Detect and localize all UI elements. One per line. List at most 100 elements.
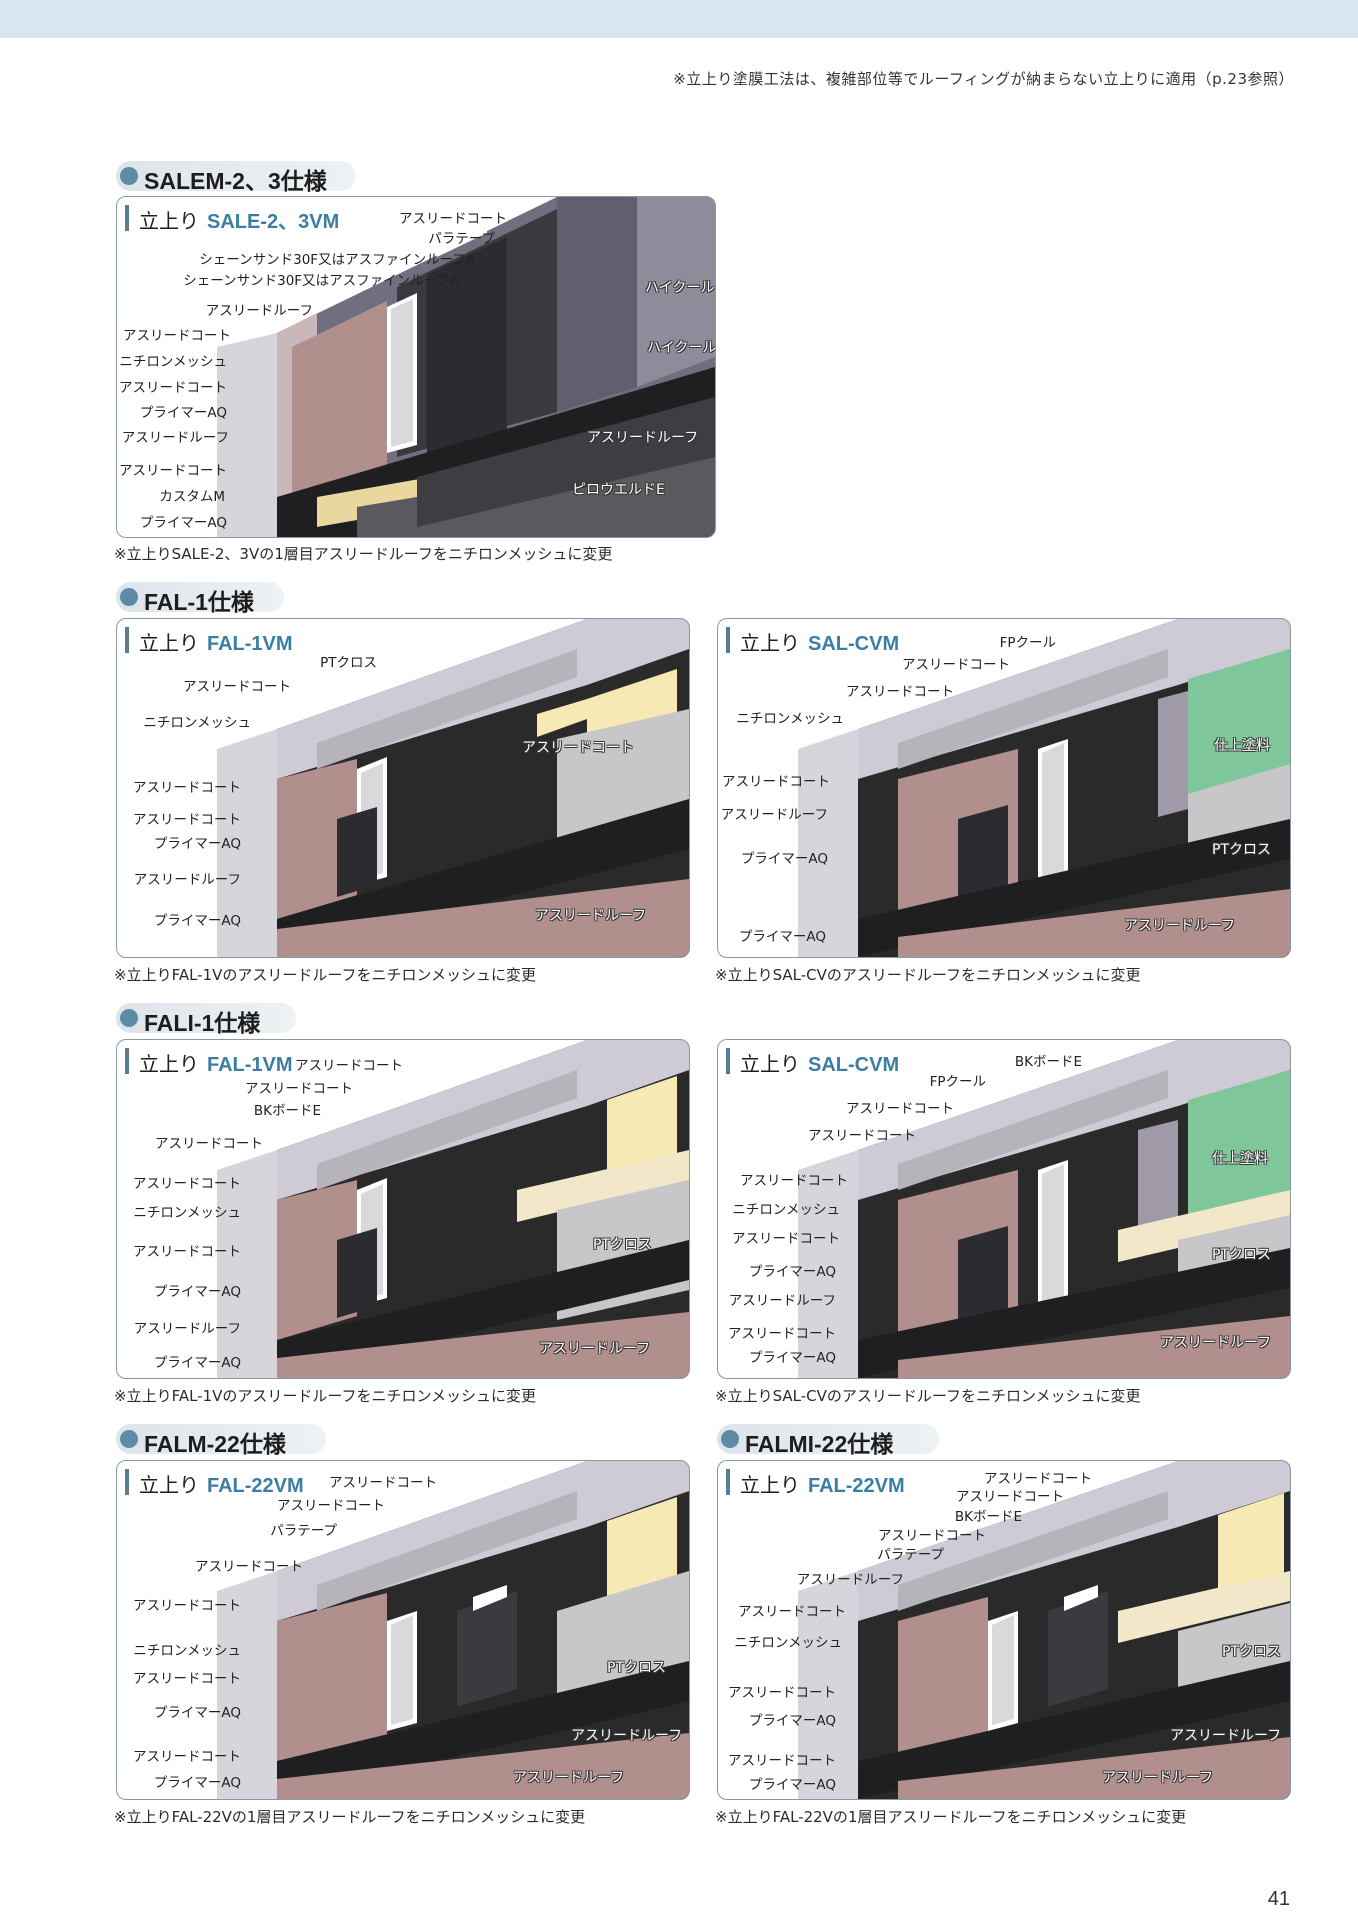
- section-diagram: [798, 1461, 1290, 1799]
- layer-label: パラテープ: [428, 231, 495, 247]
- section-diagram: [798, 1040, 1290, 1378]
- layer-label: アスリードコート: [295, 1058, 403, 1074]
- layer-label: アスリードコート: [195, 1559, 303, 1575]
- layer-label: アスリードルーフ: [720, 807, 828, 823]
- layer-label: アスリードコート: [984, 1471, 1092, 1487]
- layer-label: カスタムM: [159, 489, 225, 505]
- layer-label: アスリードコート: [133, 1598, 241, 1614]
- layer-label: プライマーAQ: [738, 929, 826, 945]
- layer-label: アスリードコート: [183, 679, 291, 695]
- layer-label: プライマーAQ: [740, 851, 828, 867]
- inline-material-label: PTクロス: [1222, 1644, 1281, 1660]
- layer-label: アスリードコート: [846, 684, 954, 700]
- layer-label: プライマーAQ: [748, 1350, 836, 1366]
- layer-label: パラテープ: [270, 1523, 337, 1539]
- layer-label: プライマーAQ: [748, 1713, 836, 1729]
- layer-label: ニチロンメッシュ: [732, 1202, 840, 1218]
- layer-label: アスリードコート: [722, 774, 830, 790]
- layer-label: アスリードコート: [728, 1685, 836, 1701]
- inline-material-label: アスリードルーフ: [1124, 918, 1236, 934]
- section-header: FALMI-22仕様: [717, 1424, 939, 1457]
- spec-code: SALE-2、3VM: [207, 211, 340, 233]
- panel-note: ※立上りFAL-22Vの1層目アスリードルーフをニチロンメッシュに変更: [114, 1808, 586, 1826]
- top-note: ※立上り塗膜工法は、複雑部位等でルーフィングが納まらない立上りに適用（p.23参…: [673, 70, 1294, 88]
- layer-label: アスリードルーフ: [121, 430, 229, 446]
- bullet-dot-icon: [120, 588, 138, 606]
- bullet-dot-icon: [120, 167, 138, 185]
- layer-label: アスリードルーフ: [133, 1321, 241, 1337]
- layer-label: アスリードコート: [119, 380, 227, 396]
- inline-material-label: アスリードルーフ: [587, 430, 699, 446]
- top-band: [0, 0, 1358, 38]
- section-header: FAL-1仕様: [116, 582, 284, 615]
- panel-note: ※立上りSAL-CVのアスリードルーフをニチロンメッシュに変更: [715, 1387, 1141, 1405]
- layer-label: プライマーAQ: [139, 515, 227, 531]
- section-header: FALI-1仕様: [116, 1003, 296, 1036]
- section-diagram: [217, 1461, 689, 1799]
- inline-material-label: アスリードルーフ: [1102, 1770, 1214, 1786]
- layer-label: アスリードルーフ: [133, 872, 241, 888]
- section-header: SALEM-2、3仕様: [116, 161, 356, 194]
- layer-label: アスリードコート: [133, 1176, 241, 1192]
- layer-label: アスリードコート: [133, 1749, 241, 1765]
- layer-label: アスリードコート: [902, 657, 1010, 673]
- inline-material-label: アスリードルーフ: [535, 908, 647, 924]
- spec-code: FAL-22VM: [207, 1475, 304, 1497]
- layer-label: BKボードE: [954, 1509, 1022, 1525]
- detail-panel-falm-22: 立上り FAL-22VM アスリードコート アスリードコート パラテープ アスリー…: [116, 1460, 690, 1800]
- inline-material-label: アスリードルーフ: [571, 1728, 683, 1744]
- layer-label: FPクール: [999, 635, 1056, 651]
- layer-label: アスリードコート: [133, 812, 241, 828]
- layer-label: プライマーAQ: [748, 1264, 836, 1280]
- bullet-dot-icon: [120, 1430, 138, 1448]
- section-title: FAL-1仕様: [144, 589, 254, 615]
- bullet-dot-icon: [120, 1009, 138, 1027]
- section-header: FALM-22仕様: [116, 1424, 326, 1457]
- section-diagram: [217, 619, 689, 957]
- layer-label: アスリードコート: [119, 463, 227, 479]
- spec-code: FAL-1VM: [207, 633, 293, 655]
- layer-label: プライマーAQ: [153, 1705, 241, 1721]
- section-title: FALMI-22仕様: [745, 1431, 894, 1457]
- panel-note: ※立上りFAL-1Vのアスリードルーフをニチロンメッシュに変更: [114, 1387, 537, 1405]
- heading-prefix: 立上り: [740, 631, 800, 655]
- section-title: SALEM-2、3仕様: [144, 168, 327, 194]
- inline-material-label: アスリードコート: [522, 740, 634, 756]
- section-title: FALM-22仕様: [144, 1431, 286, 1457]
- layer-label: シェーンサンド30F又はアスファインルーフA: [183, 273, 459, 289]
- layer-label: FPクール: [929, 1074, 986, 1090]
- layer-label: プライマーAQ: [748, 1777, 836, 1793]
- section-title: FALI-1仕様: [144, 1010, 261, 1036]
- inline-material-label: 仕上塗料: [1212, 1151, 1268, 1167]
- inline-material-label: アスリードルーフ: [1160, 1335, 1272, 1351]
- layer-label: アスリードコート: [123, 328, 231, 344]
- layer-label: ニチロンメッシュ: [143, 715, 251, 731]
- layer-label: BKボードE: [253, 1103, 321, 1119]
- panel-heading: 立上り FAL-22VM: [125, 1469, 304, 1497]
- layer-label: プライマーAQ: [139, 405, 227, 421]
- inline-material-label: アスリードルーフ: [539, 1341, 651, 1357]
- spec-code: SAL-CVM: [808, 1054, 900, 1076]
- layer-label: ニチロンメッシュ: [133, 1643, 241, 1659]
- heading-prefix: 立上り: [139, 1052, 199, 1076]
- layer-label: ニチロンメッシュ: [133, 1205, 241, 1221]
- layer-label: プライマーAQ: [153, 1355, 241, 1371]
- layer-label: アスリードコート: [245, 1081, 353, 1097]
- layer-label: アスリードコート: [956, 1489, 1064, 1505]
- heading-prefix: 立上り: [139, 1473, 199, 1497]
- layer-label: アスリードルーフ: [796, 1572, 904, 1588]
- layer-label: アスリードコート: [155, 1136, 263, 1152]
- heading-prefix: 立上り: [139, 209, 199, 233]
- layer-label: ニチロンメッシュ: [734, 1635, 842, 1651]
- layer-label: BKボードE: [1014, 1054, 1082, 1070]
- layer-label: プライマーAQ: [153, 913, 241, 929]
- layer-label: アスリードコート: [277, 1498, 385, 1514]
- layer-label: アスリードコート: [728, 1753, 836, 1769]
- bullet-dot-icon: [721, 1430, 739, 1448]
